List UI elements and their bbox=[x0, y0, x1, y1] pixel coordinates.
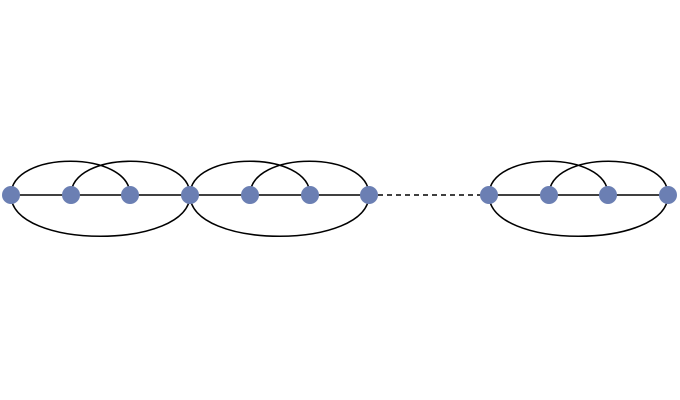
graph-node-4 bbox=[181, 186, 199, 204]
segment-last-upper-arc-1 bbox=[488, 160, 609, 196]
graph-node-10 bbox=[599, 186, 617, 204]
graph-node-9 bbox=[540, 186, 558, 204]
graph-node-7 bbox=[360, 186, 378, 204]
graph-node-6 bbox=[301, 186, 319, 204]
segment-last-lower-arc bbox=[488, 194, 669, 237]
segment-1-upper-arc-2 bbox=[70, 160, 191, 196]
nodes-layer bbox=[2, 186, 677, 204]
edges-layer bbox=[10, 160, 669, 237]
graph-node-5 bbox=[241, 186, 259, 204]
segment-1-lower-arc bbox=[10, 194, 191, 237]
graph-node-8 bbox=[480, 186, 498, 204]
graph-node-2 bbox=[62, 186, 80, 204]
graph-node-3 bbox=[121, 186, 139, 204]
graph-node-11 bbox=[659, 186, 677, 204]
segment-last-upper-arc-2 bbox=[548, 160, 669, 196]
segment-2-upper-arc-2 bbox=[249, 160, 370, 196]
segment-2-lower-arc bbox=[189, 194, 370, 237]
graph-node-1 bbox=[2, 186, 20, 204]
segment-2-upper-arc-1 bbox=[189, 160, 311, 196]
segment-1-upper-arc-1 bbox=[10, 160, 131, 196]
